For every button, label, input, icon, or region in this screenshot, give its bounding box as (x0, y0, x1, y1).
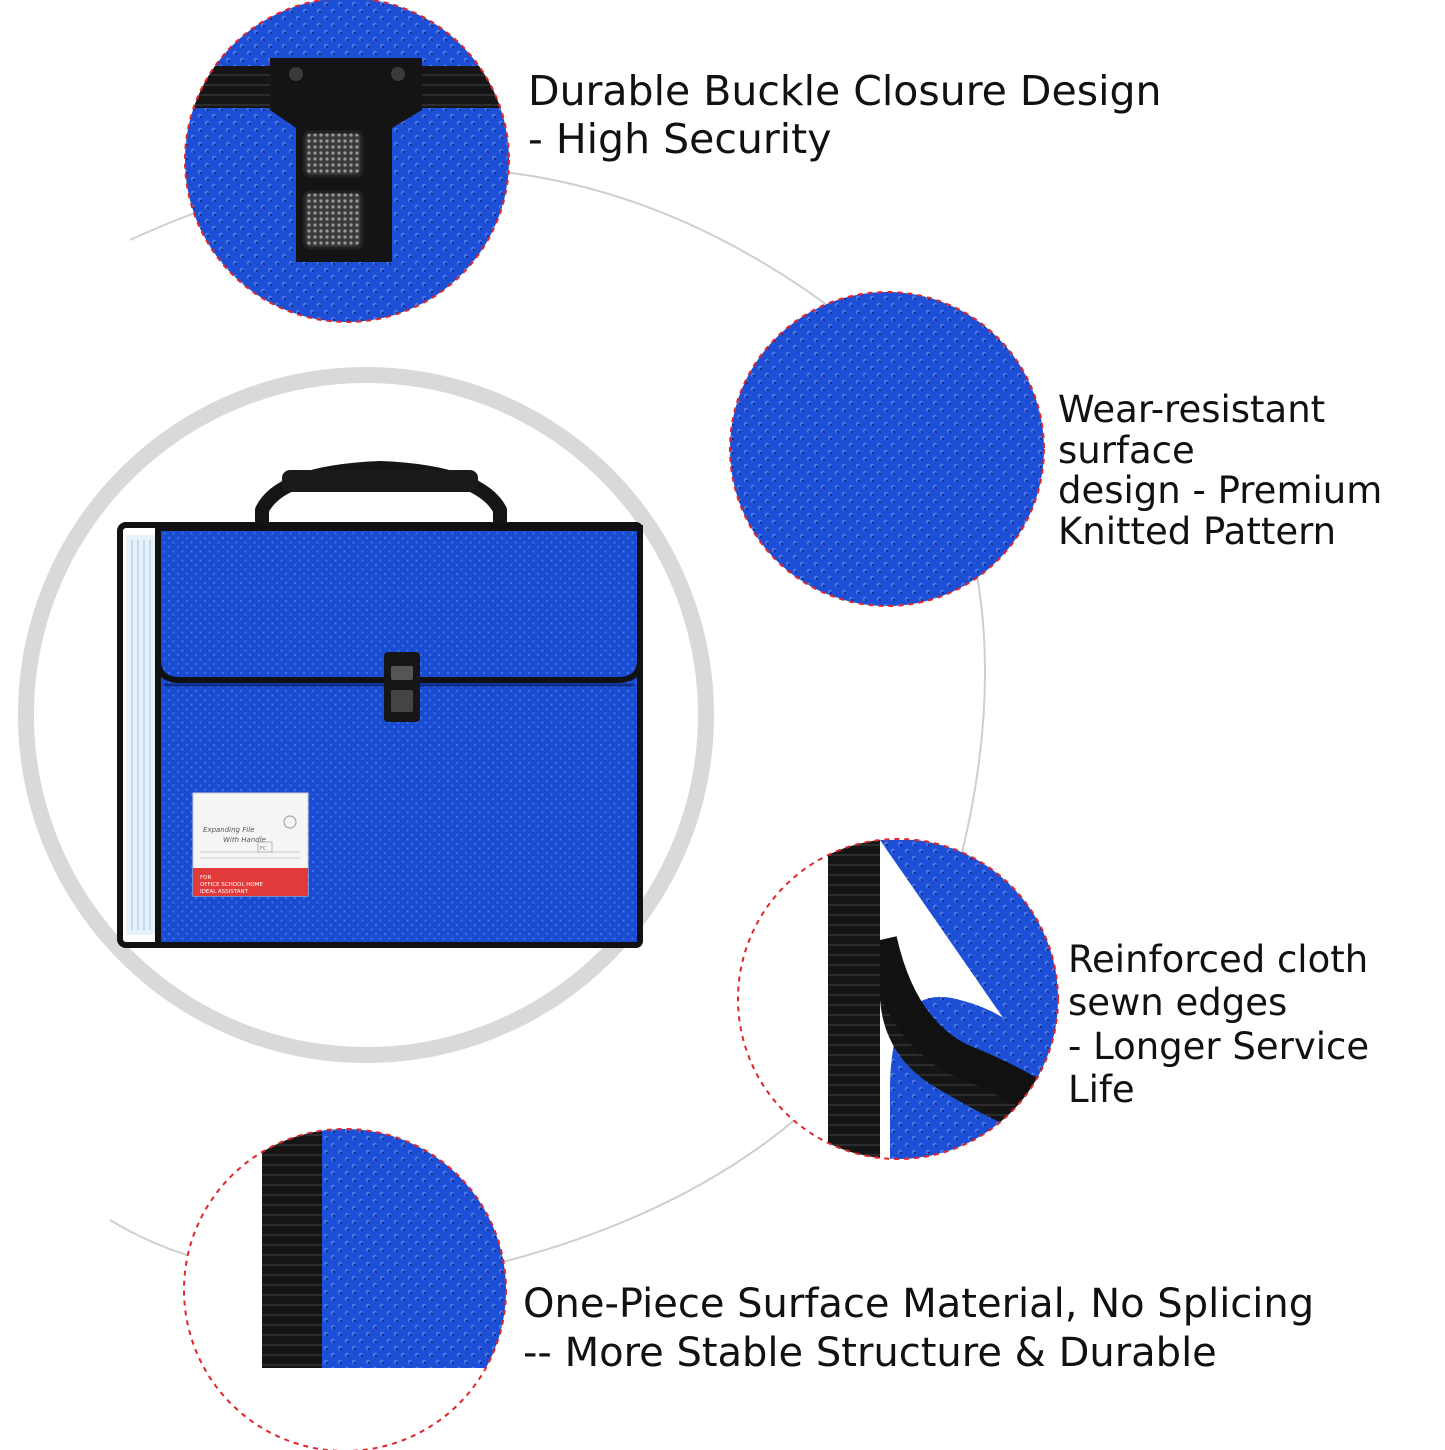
product-ring (18, 367, 714, 1063)
svg-text:IDEAL ASSISTANT: IDEAL ASSISTANT (200, 889, 249, 895)
svg-text:With Handle: With Handle (223, 836, 266, 844)
handle (255, 461, 507, 522)
svg-text:Expanding File: Expanding File (203, 826, 254, 834)
feature-text-material: One-Piece Surface Material, No Splicing … (523, 1281, 1315, 1376)
feature-text-edges: Reinforced cloth sewn edges - Longer Ser… (1068, 938, 1370, 1111)
svg-text:FOR: FOR (200, 875, 211, 881)
detail-circle-edge (737, 838, 1059, 1160)
feature-text-buckle: Durable Buckle Closure Design - High Sec… (528, 67, 1162, 163)
feature-text-surface: Wear-resistant surface design - Premium … (1058, 388, 1383, 554)
product-label-card: Expanding File With Handle FC FOR OFFICE… (192, 792, 309, 897)
expanding-file-product: Expanding File With Handle FC FOR OFFICE… (117, 461, 643, 948)
svg-text:FC: FC (260, 846, 267, 852)
detail-circle-buckle (184, 0, 510, 323)
detail-circle-texture (729, 291, 1045, 607)
svg-text:OFFICE SCHOOL HOME: OFFICE SCHOOL HOME (200, 882, 263, 888)
detail-circle-material (183, 1128, 507, 1450)
